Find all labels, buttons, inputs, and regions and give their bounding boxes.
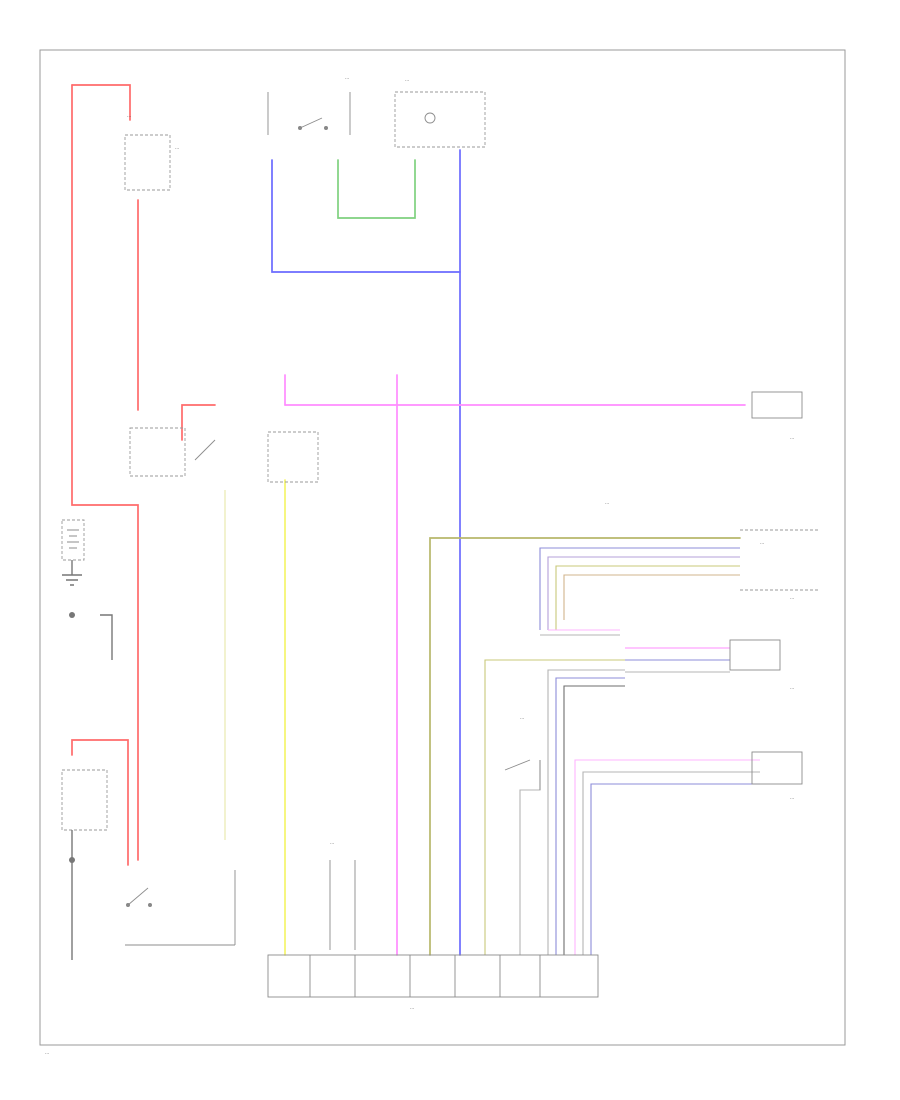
powertrain-control-module (267, 954, 599, 998)
ignition-switch (125, 870, 236, 946)
ground-point-lower (69, 612, 113, 660)
svg-text:···: ··· (790, 797, 794, 802)
starter-relay (129, 427, 216, 477)
wire-red-left-feed (71, 84, 139, 861)
svg-text:···: ··· (520, 717, 524, 722)
svg-text:···: ··· (405, 79, 409, 84)
transmission-control-module: ··· (740, 529, 820, 591)
starter-relay-2 (61, 769, 108, 831)
svg-text:···: ··· (605, 502, 609, 507)
svg-text:···: ··· (127, 115, 131, 120)
wire-red-top-connector (71, 84, 131, 121)
wire-range-sensor (519, 760, 541, 955)
ground-point-bottom (69, 830, 75, 960)
wire-blue-left-loop (271, 159, 461, 273)
svg-text:···: ··· (790, 597, 794, 602)
battery-junction-box: ··· (124, 134, 179, 191)
wire-low-violet-2 (555, 677, 625, 955)
battery-monitoring-sensor (267, 431, 319, 483)
wire-bundle-violet-1 (539, 547, 740, 630)
wire-olive (429, 537, 741, 956)
wire-red-lower-feed (71, 739, 129, 866)
wire-bundle-olive-3 (555, 565, 740, 630)
main-control-module (751, 391, 803, 419)
solenoid-connector (329, 860, 356, 950)
output-shaft-speed-sensor (729, 639, 781, 671)
component-layer: ··· (61, 91, 820, 998)
wire-green-u (337, 159, 416, 219)
svg-text:···: ··· (760, 542, 764, 547)
svg-text:···: ··· (45, 1052, 49, 1057)
wire-bundle-tan-4 (563, 574, 740, 620)
wire-low-darkgray-3 (563, 685, 625, 955)
svg-text:···: ··· (345, 77, 349, 82)
wire-tss-pink (574, 759, 760, 955)
turbine-speed-sensor (751, 751, 803, 785)
pcm-relay-box (394, 91, 486, 148)
svg-text:···: ··· (175, 147, 179, 152)
brake-pedal-switch (267, 92, 351, 135)
svg-text:···: ··· (330, 842, 334, 847)
transmission-fluid-temp-sensor (504, 759, 541, 790)
ground-point-upper (62, 560, 82, 586)
wire-layer (71, 84, 760, 956)
wire-low-gray-1 (547, 669, 625, 955)
wire-tss-violet (590, 783, 760, 955)
svg-text:···: ··· (790, 687, 794, 692)
wire-mid-olive (484, 659, 625, 955)
label-layer: ··· ··· ··· ··· ··· ··· ··· ··· ··· ··· … (45, 77, 794, 1057)
svg-text:···: ··· (410, 1007, 414, 1012)
wire-bundle-violet-2 (547, 556, 740, 630)
battery (61, 519, 85, 561)
svg-text:···: ··· (790, 437, 794, 442)
wire-tss-gray (582, 771, 760, 955)
diagram-frame (39, 49, 846, 1046)
wire-red-relay-feed (181, 404, 216, 441)
